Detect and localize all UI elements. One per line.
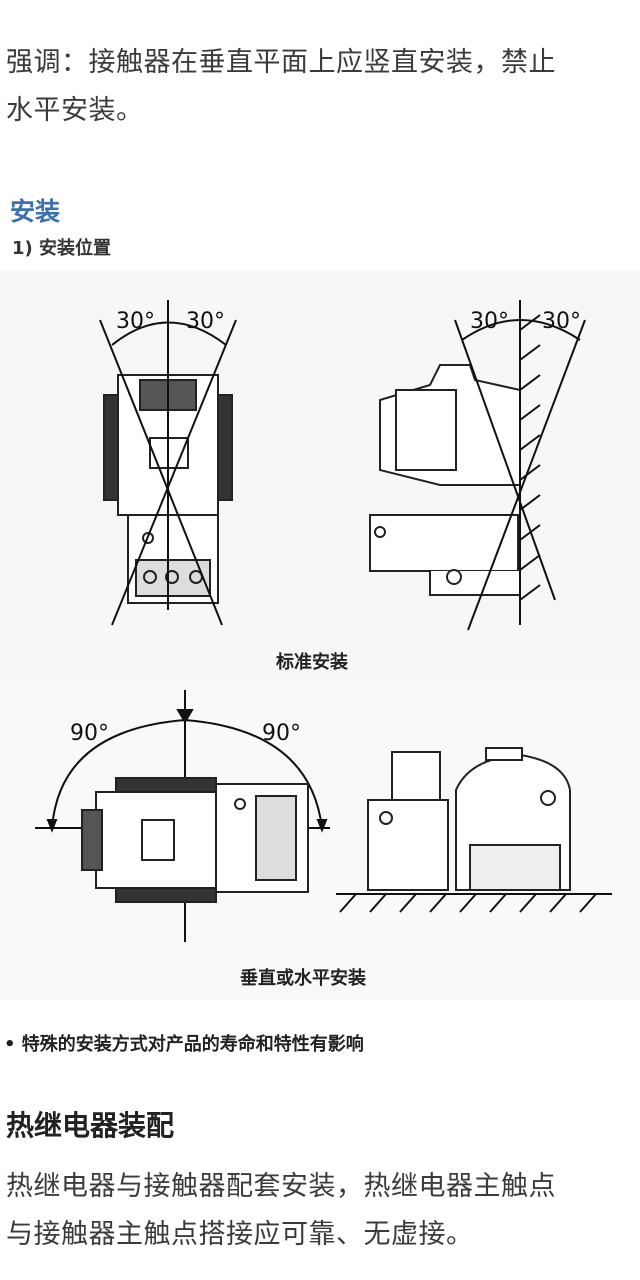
contactor-horizontal-view (81, 777, 309, 903)
intro-line-1: 强调：接触器在垂直平面上应竖直安装，禁止 (6, 47, 556, 78)
angle-lines-side (454, 319, 586, 631)
standard-installation-panel: 30° 30° (0, 270, 640, 680)
vertical-horizontal-drawing: 90° 90° (35, 690, 612, 942)
angle-lines-front (99, 300, 237, 626)
installation-note: • 特殊的安装方式对产品的寿命和特性有影响 (4, 1034, 364, 1055)
section-line-2: 与接触器主触点搭接应可靠、无虚接。 (6, 1219, 474, 1250)
figure-title: 安装 (10, 197, 61, 226)
angle-label-bottom-right: 90° (262, 721, 301, 746)
section-heading: 热继电器装配 (6, 1109, 175, 1142)
intro-line-2: 水平安装。 (6, 95, 144, 126)
contactor-side-view (369, 364, 521, 596)
caption-vertical-horizontal: 垂直或水平安装 (240, 968, 366, 989)
installation-diagram: 30° 30° (0, 270, 640, 1000)
vertical-horizontal-panel: 90° 90° (0, 680, 640, 1000)
mounting-floor (336, 893, 612, 913)
section-line-1: 热继电器与接触器配套安装，热继电器主触点 (6, 1171, 556, 1202)
angle-label-bottom-left: 90° (70, 721, 109, 746)
angle-label-side-left: 30° (470, 309, 509, 334)
caption-standard-installation: 标准安装 (276, 652, 348, 673)
angle-label-side-right: 30° (542, 309, 581, 334)
figure-subtitle: 1) 安装位置 (12, 238, 112, 259)
contactor-floor-view (367, 747, 571, 891)
standard-installation-drawing: 30° 30° (99, 300, 586, 631)
angle-label-front-left: 30° (116, 309, 155, 334)
angle-label-front-right: 30° (186, 309, 225, 334)
mounting-wall (519, 300, 541, 625)
